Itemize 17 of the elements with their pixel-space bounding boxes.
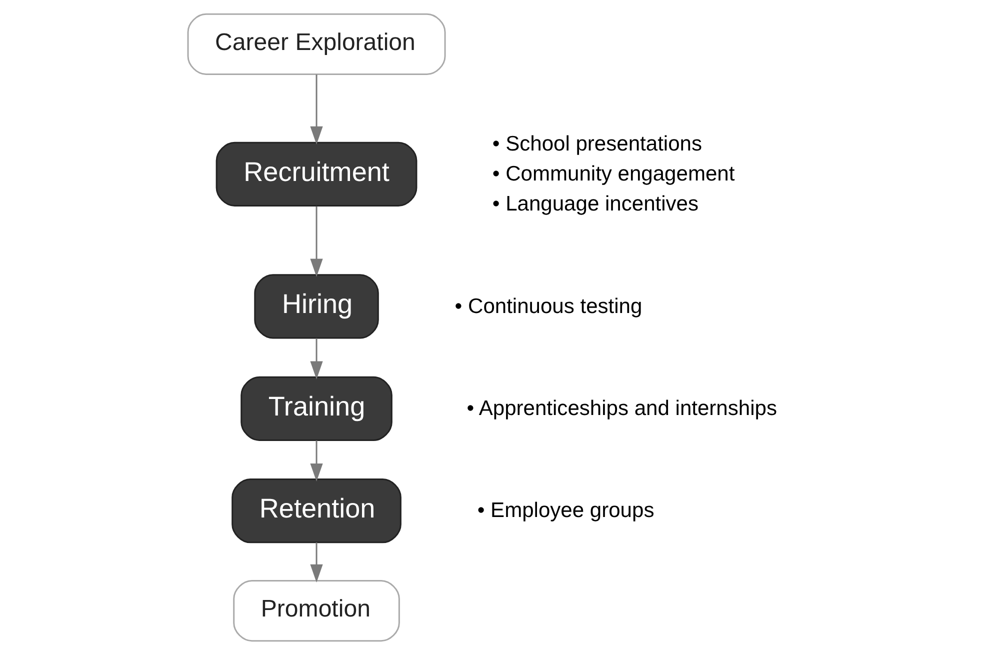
node-label: • Apprenticeships and internships: [466, 396, 776, 420]
node-box: Career Exploration: [186, 13, 446, 75]
node-label: • School presentations: [492, 132, 702, 156]
arrow: [310, 206, 322, 277]
node-box: Promotion: [232, 580, 400, 642]
node-box: Training: [240, 376, 392, 441]
arrow: [310, 74, 322, 144]
node-box: Recruitment: [215, 142, 417, 206]
node-label: • Employee groups: [476, 499, 654, 522]
arrow: [310, 440, 322, 482]
node-label: • Language incentives: [492, 192, 698, 216]
node-label: • Continuous testing: [454, 294, 642, 318]
node-box: Retention: [231, 478, 401, 544]
arrow: [310, 542, 322, 582]
node-label: • Community engagement: [492, 162, 734, 186]
arrow: [310, 338, 322, 380]
node-box: Hiring: [254, 274, 378, 339]
